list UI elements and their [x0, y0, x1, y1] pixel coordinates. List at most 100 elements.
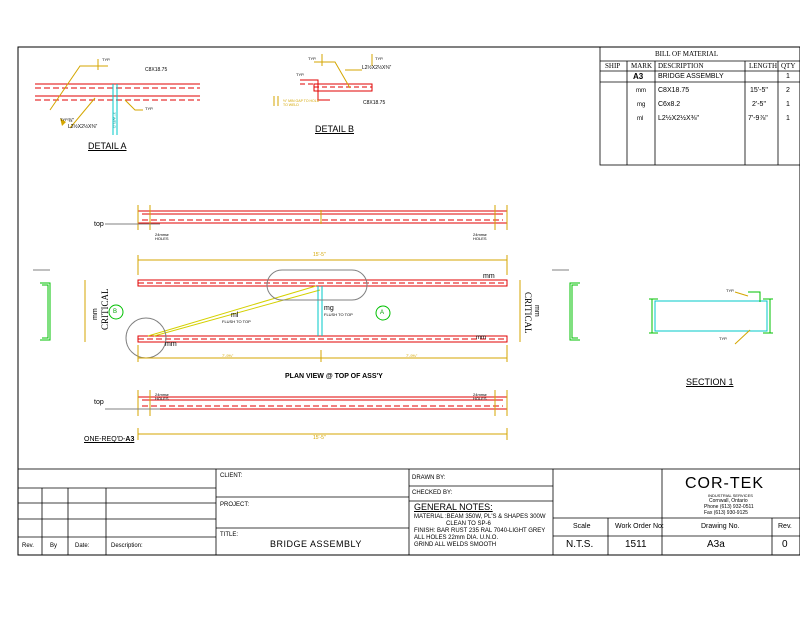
title-value: BRIDGE ASSEMBLY: [270, 539, 362, 549]
bom-row-qty: 1: [786, 115, 790, 122]
bom-header-ship: SHIP: [605, 62, 621, 70]
detail-a-angle: L2½X2½X⅜": [68, 124, 98, 130]
holes-note-left: 24mmø HOLES: [155, 232, 169, 241]
bom-assembly-description: BRIDGE ASSEMBLY: [658, 73, 724, 80]
scale-value: N.T.S.: [566, 539, 594, 550]
detail-b-drawing: [273, 54, 373, 106]
mm-top-label: mm: [483, 273, 495, 280]
bom-row-length: 15'-5": [750, 87, 768, 94]
ml-label: ml: [231, 312, 239, 319]
detail-b-label: DETAIL B: [315, 124, 355, 134]
company-city: Cornwall, Ontario: [709, 498, 748, 504]
bom-header-length: LENGTH: [749, 62, 777, 70]
bom-assembly-qty: 1: [786, 73, 790, 80]
mg-label: mg: [324, 305, 334, 312]
work-order-label: Work Order No:: [615, 523, 664, 530]
scale-label: Scale: [573, 523, 591, 530]
drawn-by-label: DRAWN BY:: [412, 475, 446, 481]
revision-header-rev: Rev.: [22, 543, 34, 549]
top-label: top: [94, 221, 104, 228]
bom-assembly-mark: A3: [633, 72, 644, 81]
callout-a-circle: [375, 305, 391, 321]
plan-view-caption: PLAN VIEW @ TOP OF ASS'Y: [285, 373, 383, 380]
mm-bottom-label-left: mm: [165, 341, 177, 348]
section-1-typ-2: TYP.: [719, 336, 728, 341]
detail-b-typ: TYP.: [308, 56, 317, 61]
inner-dim-right: 7'-9⅜": [406, 353, 418, 358]
bom-header-mark: MARK: [631, 62, 653, 70]
detail-a-note: 3" WELD: [112, 112, 117, 129]
holes-note-right-bottom: 24mmø HOLES: [473, 392, 487, 401]
bom-row-qty: 2: [786, 87, 790, 94]
section-1-typ: TYP.: [726, 288, 735, 293]
detail-a-size: ⅜": [68, 118, 74, 124]
inner-dim-left: 7'-9⅜": [222, 353, 234, 358]
critical-left: CRITICAL: [100, 288, 110, 331]
company-sub: INDUSTRIAL SERVICES: [708, 493, 753, 498]
one-req-label: ONE-REQ'D-A3: [84, 436, 134, 443]
revision-header-description: Description:: [111, 543, 143, 549]
bom-row-description: C8X18.75: [658, 87, 690, 94]
section-1-label: SECTION 1: [686, 377, 734, 387]
note-line: MATERIAL :BEAM 350W, PL'S & SHAPES 300W: [414, 514, 546, 520]
detail-a-label: DETAIL A: [88, 141, 127, 151]
rev-value: 0: [782, 539, 788, 550]
bom-row-qty: 1: [786, 101, 790, 108]
drawing-no-value: A3a: [707, 539, 725, 550]
callout-b-circle: [108, 304, 124, 320]
overall-dim-bottom: 15'-5": [313, 435, 326, 441]
critical-right: CRITICAL: [523, 292, 533, 334]
bom-row-length: 2'-5": [752, 101, 766, 108]
bom-row-mark: mm: [636, 88, 646, 94]
note-line: GRIND ALL WELDS SMOOTH: [414, 542, 497, 548]
drawing-no-label: Drawing No.: [701, 523, 740, 530]
detail-b-typ-2: TYP.: [375, 56, 384, 61]
bom-row-description: L2½X2½X⅜": [658, 115, 700, 122]
mm-right-side: mm: [533, 305, 540, 317]
work-order-value: 1511: [625, 539, 647, 550]
bom-row-description: C6x8.2: [658, 101, 681, 108]
detail-b-member: C8X18.75: [363, 100, 386, 106]
note-line: CLEAN TO SP-6: [446, 521, 491, 527]
callout-a-label: A: [380, 310, 385, 316]
holes-note-left-bottom: 24mmø HOLES: [155, 392, 169, 401]
title-label: TITLE:: [220, 532, 239, 538]
mg-flush-note: FLUSH TO TOP: [324, 312, 353, 317]
one-req-mark: A3: [125, 436, 135, 443]
detail-b-angle: L2½X2½X⅜": [362, 65, 392, 71]
mm-bottom-label-right: mm: [476, 335, 486, 341]
callout-b-label: B: [113, 309, 118, 315]
plan-view-drawing: [33, 205, 580, 440]
top-label-bottom: top: [94, 399, 104, 406]
project-label: PROJECT:: [220, 502, 250, 508]
overall-dim: 15'-5": [313, 252, 326, 258]
client-label: CLIENT:: [220, 473, 243, 479]
company-fax: Fax (613) 930-9125: [704, 510, 748, 516]
mm-left-side: mm: [92, 308, 99, 320]
detail-a-member: C8X18.75: [145, 67, 168, 73]
detail-b-typ-3: TYP.: [296, 72, 305, 77]
detail-b-note: ½" MIN GAP TO HOLD TO WELD: [283, 99, 320, 107]
checked-by-label: CHECKED BY:: [412, 490, 453, 496]
one-req-text: ONE-REQ'D-: [84, 436, 126, 443]
title-block-grid: [17, 468, 800, 556]
detail-a-drawing: [35, 59, 200, 135]
note-line: ALL HOLES 22mm DIA. U.N.O.: [414, 535, 499, 541]
detail-a-typ: TYP.: [102, 57, 111, 62]
revision-header-by: By: [50, 543, 58, 549]
holes-note-right: 24mmø HOLES: [473, 232, 487, 241]
revision-header-date: Date:: [75, 543, 90, 549]
company-name: COR-TEK: [685, 475, 764, 492]
bom-header-description: DESCRIPTION: [658, 62, 704, 70]
bom-header-qty: QTY: [781, 62, 796, 70]
bom-row-length: 7'-9⅞": [748, 115, 768, 122]
rev-label: Rev.: [778, 523, 792, 530]
bom-row-mark: ml: [637, 116, 644, 122]
bom-title: BILL OF MATERIAL: [655, 50, 719, 58]
bom-table: [599, 46, 800, 166]
note-line: FINISH: BAR RUST 235 RAL 7040-LIGHT GREY: [414, 528, 546, 534]
detail-a-typ-3: TYP.: [145, 106, 154, 111]
ml-flush-note: FLUSH TO TOP: [222, 319, 251, 324]
company-phone: Phone (613) 932-0511: [704, 504, 754, 510]
